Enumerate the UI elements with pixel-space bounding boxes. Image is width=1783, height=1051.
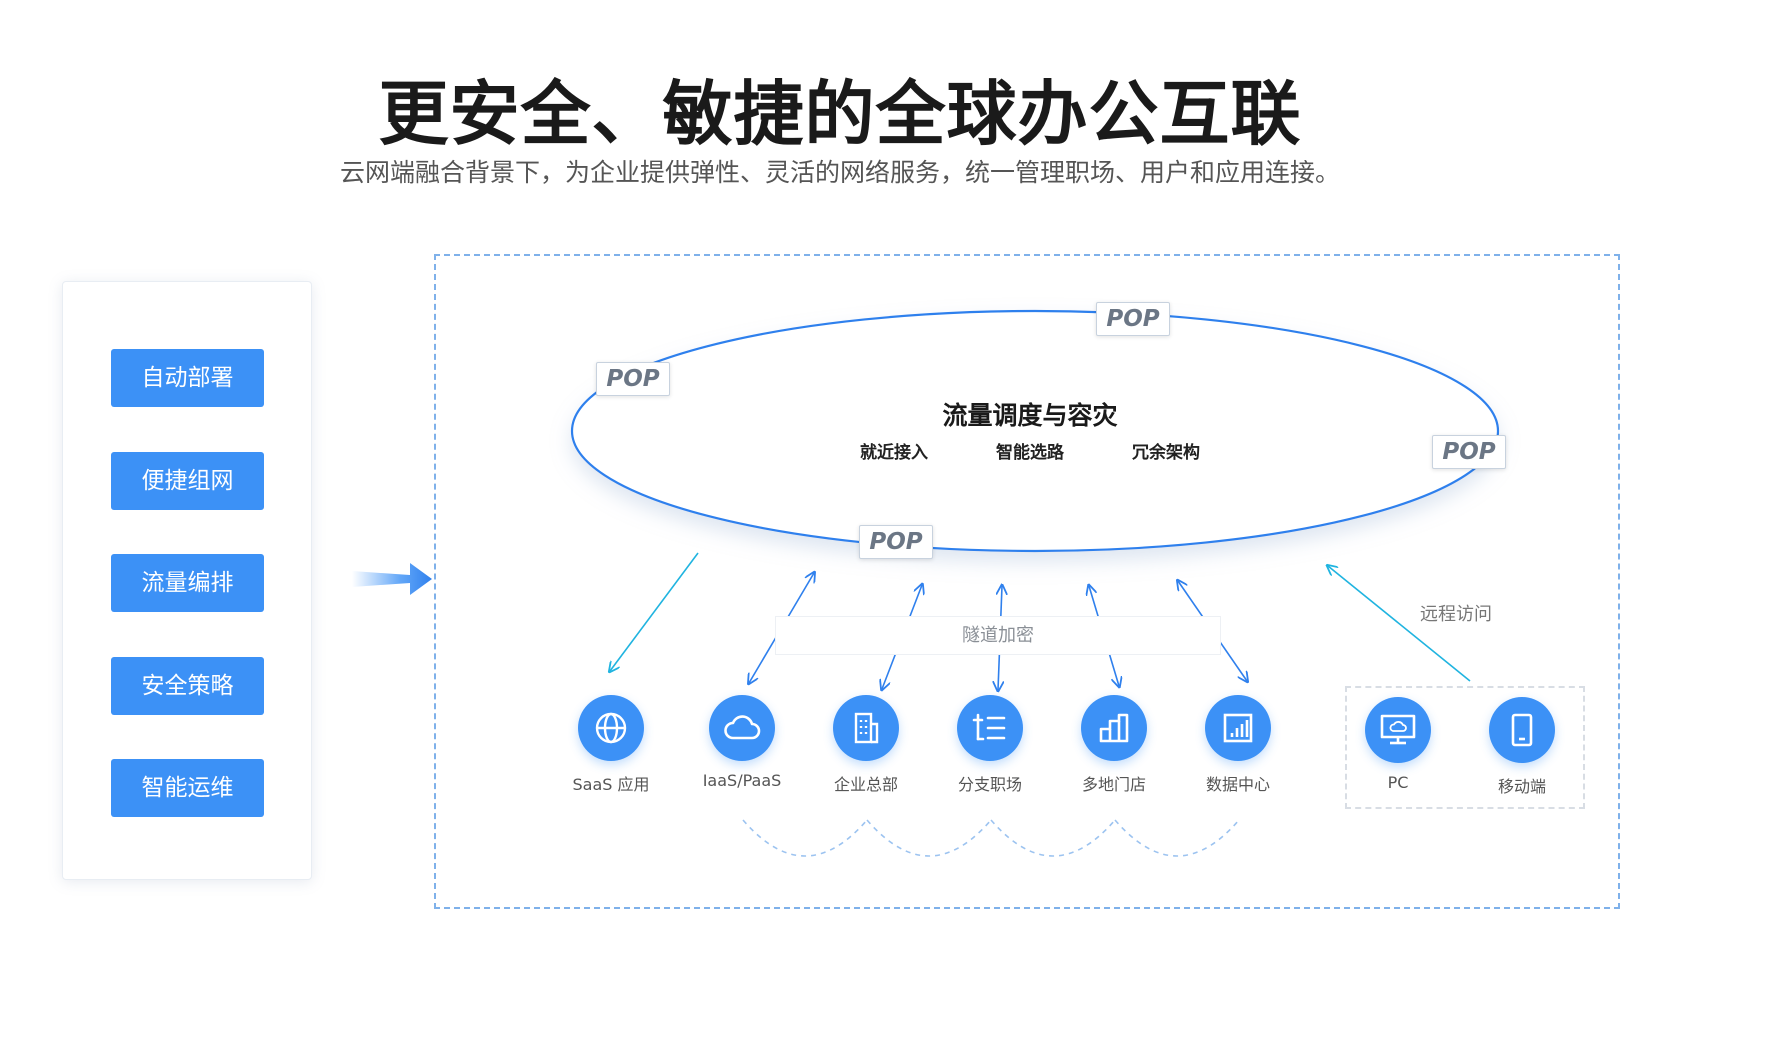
node-datacenter[interactable]: 数据中心 — [1168, 695, 1308, 795]
ring-feature-nearby-access: 就近接入 — [860, 443, 928, 463]
ring-title: 流量调度与容灾 — [942, 401, 1118, 430]
node-label: SaaS 应用 — [572, 775, 650, 794]
capability-button-traffic-orchestration[interactable]: 流量编排 — [111, 554, 264, 612]
remote-access-label: 远程访问 — [1420, 604, 1492, 625]
capability-panel: 自动部署 便捷组网 流量编排 安全策略 智能运维 — [62, 281, 312, 880]
ring-feature-smart-routing: 智能选路 — [996, 443, 1064, 463]
node-hq[interactable]: 企业总部 — [796, 695, 936, 795]
pop-badge-left: POP — [596, 362, 670, 396]
capability-button-smart-ops[interactable]: 智能运维 — [111, 759, 264, 817]
network-frame — [434, 254, 1620, 909]
node-stores[interactable]: 多地门店 — [1044, 695, 1184, 795]
node-label: 数据中心 — [1205, 775, 1270, 794]
node-label: PC — [1387, 773, 1409, 792]
pop-badge-bottom: POP — [859, 525, 933, 559]
page-subtitle: 云网端融合背景下，为企业提供弹性、灵活的网络服务，统一管理职场、用户和应用连接。 — [339, 158, 1340, 187]
pop-badge-right: POP — [1432, 435, 1506, 469]
page-title: 更安全、敏捷的全球办公互联 — [378, 73, 1302, 155]
mobile-icon — [1489, 697, 1555, 763]
capability-button-auto-deploy[interactable]: 自动部署 — [111, 349, 264, 407]
building-icon — [833, 695, 899, 761]
cloud-icon — [709, 695, 775, 761]
device-mobile[interactable]: 移动端 — [1452, 697, 1592, 797]
globe-icon — [578, 695, 644, 761]
node-iaas-paas[interactable]: IaaS/PaaS — [672, 695, 812, 790]
capability-button-security-policy[interactable]: 安全策略 — [111, 657, 264, 715]
branch-icon — [957, 695, 1023, 761]
remote-devices-group — [1345, 686, 1585, 809]
monitor-icon — [1365, 697, 1431, 763]
node-saas[interactable]: SaaS 应用 — [541, 695, 681, 795]
device-pc[interactable]: PC — [1328, 697, 1468, 792]
node-label: 移动端 — [1497, 777, 1546, 796]
capability-button-easy-networking[interactable]: 便捷组网 — [111, 452, 264, 510]
datacenter-icon — [1205, 695, 1271, 761]
node-label: 企业总部 — [833, 775, 898, 794]
node-label: 分支职场 — [957, 775, 1022, 794]
flow-arrow-icon — [352, 563, 432, 595]
node-label: IaaS/PaaS — [702, 771, 782, 790]
tunnel-encryption-label: 隧道加密 — [775, 616, 1221, 655]
node-label: 多地门店 — [1081, 775, 1146, 794]
store-chart-icon — [1081, 695, 1147, 761]
node-branch[interactable]: 分支职场 — [920, 695, 1060, 795]
pop-badge-top: POP — [1096, 302, 1170, 336]
ring-features: 就近接入 智能选路 冗余架构 — [860, 438, 1200, 463]
ring-feature-redundancy: 冗余架构 — [1132, 443, 1200, 463]
